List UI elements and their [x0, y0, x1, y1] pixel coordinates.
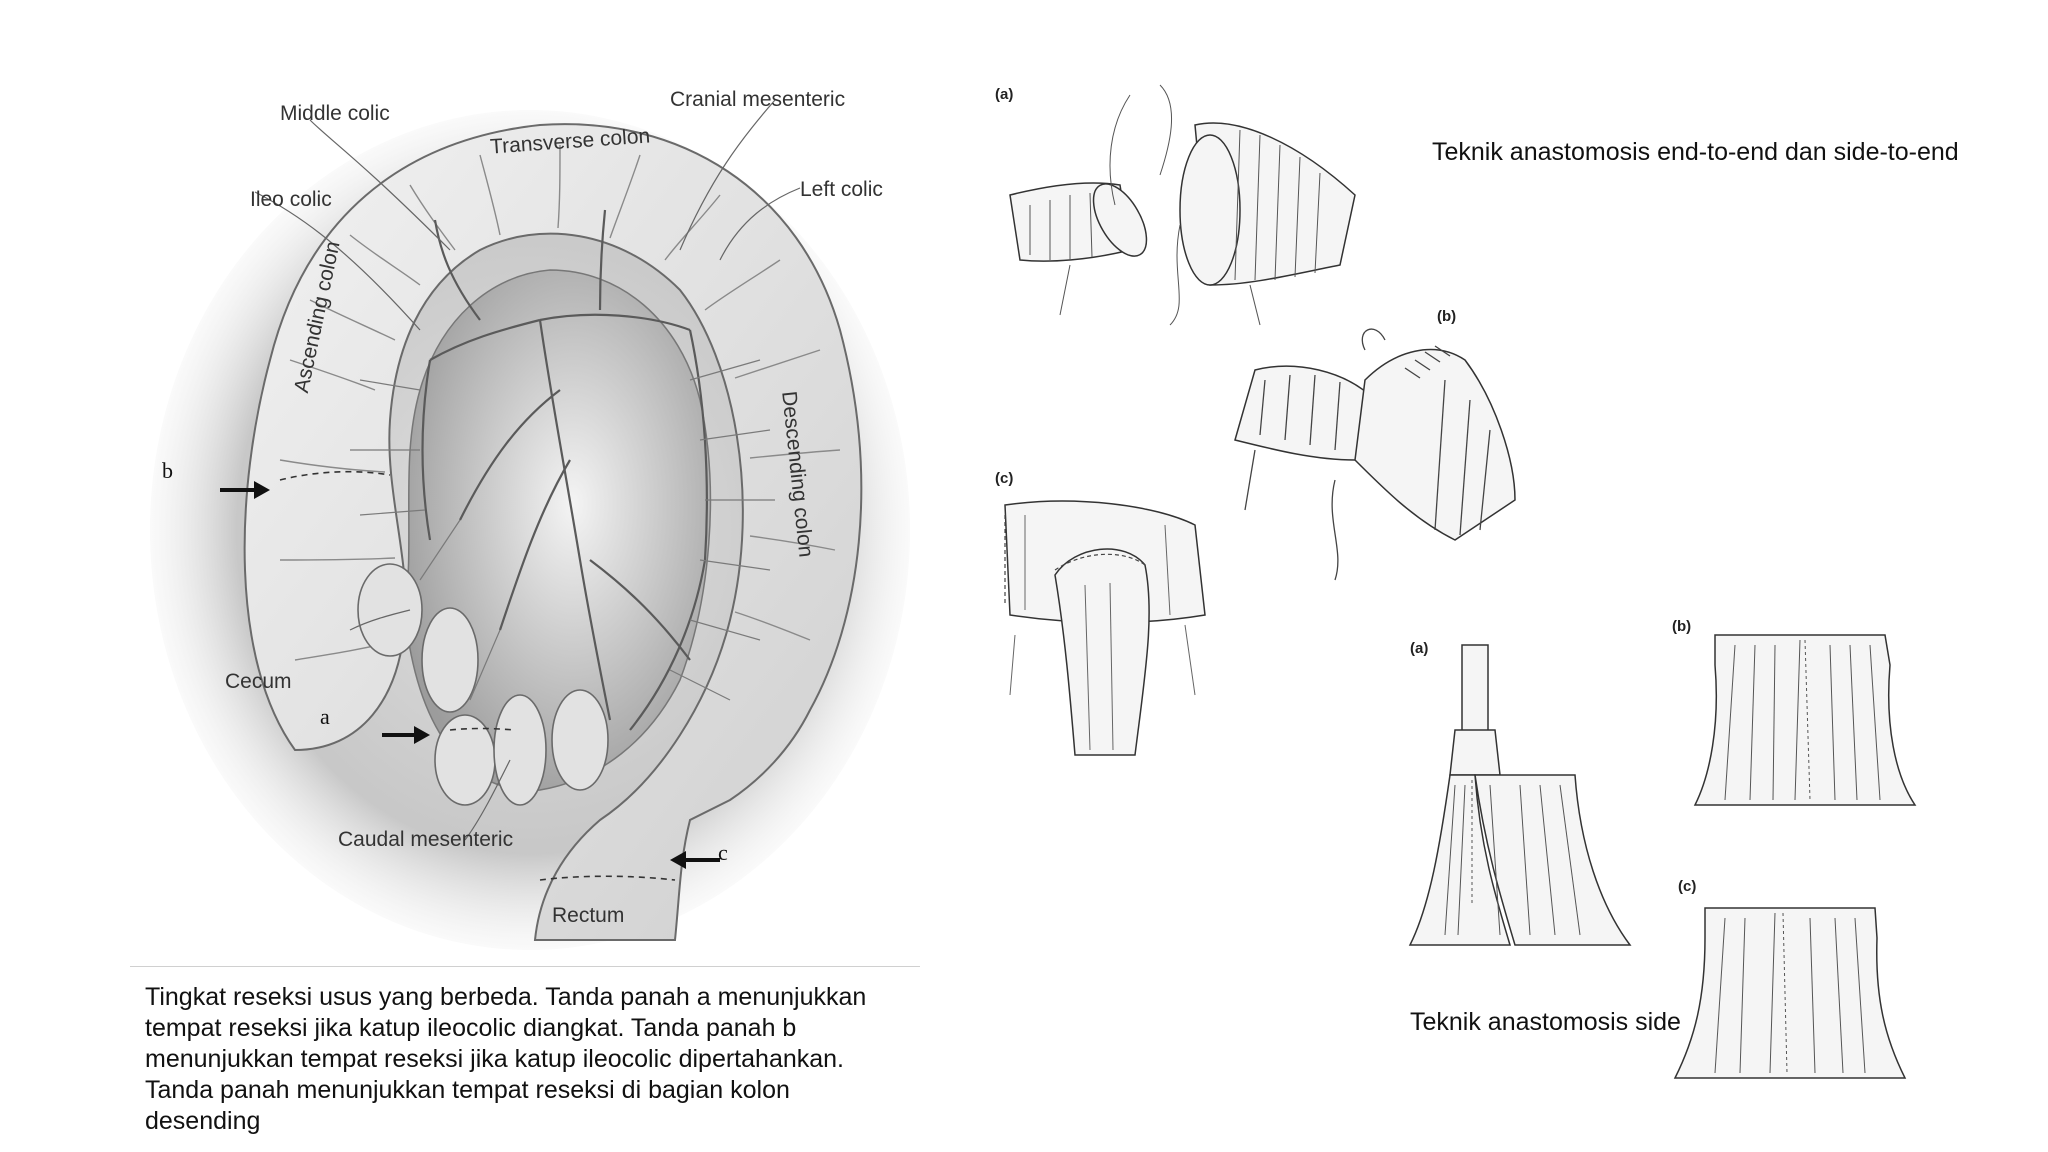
label-cranial-mesenteric: Cranial mesenteric [670, 88, 846, 111]
arrow-label-a: a [320, 704, 330, 729]
caption-line: menunjukkan tempat reseksi jika katup il… [145, 1045, 844, 1073]
label-caudal-mesenteric: Caudal mesenteric [338, 828, 514, 851]
s2s-panel-b-label: (b) [1672, 618, 1692, 635]
label-rectum: Rectum [552, 904, 625, 927]
caption-line: Tingkat reseksi usus yang berbeda. Tanda… [145, 983, 867, 1011]
caption-line: desending [145, 1107, 261, 1135]
e2e-panel-a-drawing [1009, 84, 1356, 326]
caption-line: Tanda panah menunjukkan tempat reseksi d… [145, 1076, 790, 1104]
colon-figure: Middle colic Cranial mesenteric Transver… [120, 60, 920, 980]
caption-left: Tingkat reseksi usus yang berbeda. Tanda… [145, 982, 925, 1137]
label-middle-colic: Middle colic [280, 102, 390, 125]
e2e-panel-c-label: (c) [995, 470, 1014, 487]
e2e-panel-c-drawing [1004, 500, 1206, 756]
figure-divider [130, 966, 920, 967]
side-to-side-title: Teknik anastomosis side [1410, 1008, 1681, 1036]
label-ileo-colic: Ileo colic [250, 188, 332, 211]
arrow-label-b: b [162, 458, 173, 483]
s2s-panel-a-drawing [1408, 644, 1632, 946]
label-left-colic: Left colic [800, 178, 883, 201]
colon-illustration [150, 99, 910, 950]
end-to-end-title: Teknik anastomosis end-to-end dan side-t… [1432, 138, 1959, 166]
e2e-panel-b-label: (b) [1437, 308, 1457, 325]
label-cecum: Cecum [225, 670, 292, 693]
e2e-panel-a-label: (a) [995, 86, 1014, 103]
caption-line: tempat reseksi jika katup ileocolic dian… [145, 1014, 797, 1042]
s2s-panel-b-drawing [1693, 634, 1917, 806]
s2s-panel-a-label: (a) [1410, 640, 1429, 657]
s2s-panel-c-label: (c) [1678, 878, 1697, 895]
arrow-label-c: c [718, 840, 728, 865]
e2e-panel-b-drawing [1234, 328, 1516, 581]
s2s-panel-c-drawing [1673, 907, 1907, 1079]
